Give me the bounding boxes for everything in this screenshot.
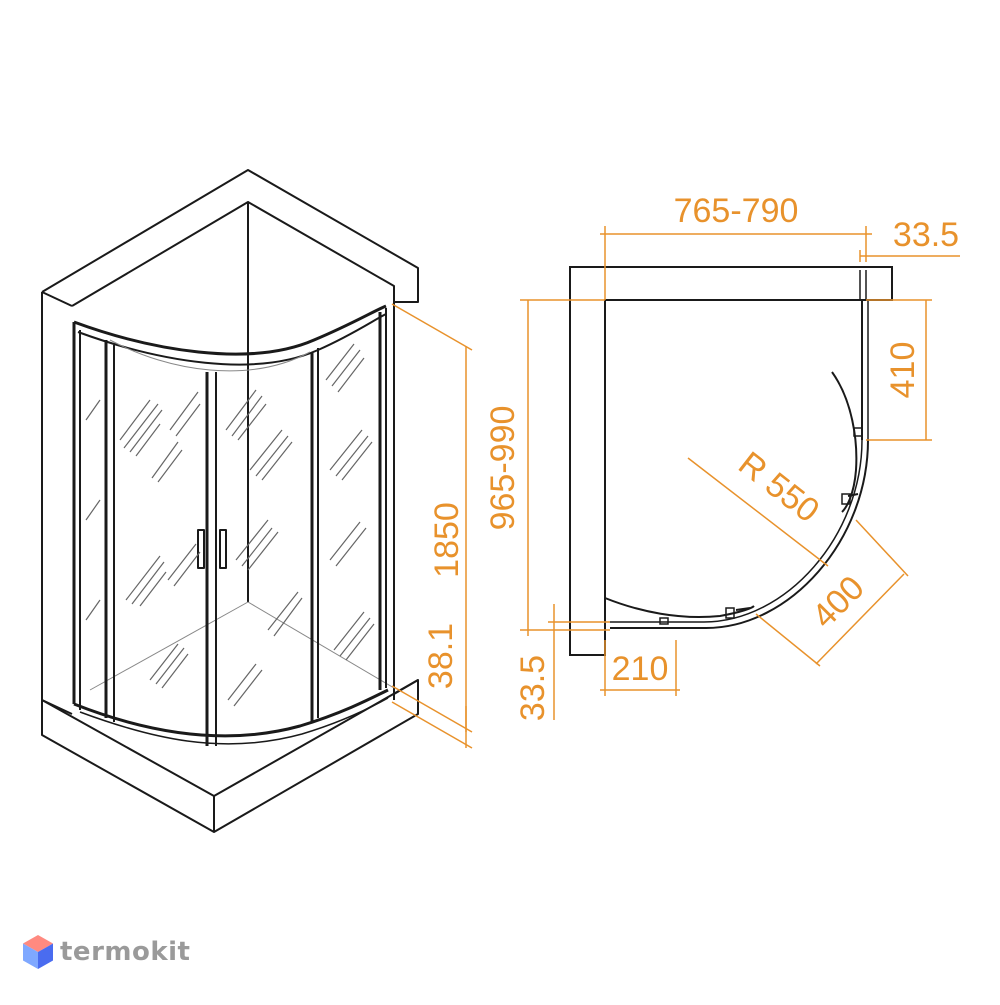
top-rail-inner [77,313,387,366]
wall-offset-top-label: 33.5 [893,216,959,254]
fixed-panel-label: 210 [612,650,669,688]
width-range-label: 765-790 [674,192,799,230]
brand-watermark: termokit [22,934,190,970]
brand-name: termokit [60,937,191,967]
door-depth-label: 410 [884,342,922,399]
wall-offset-bottom-label: 33.5 [514,655,552,721]
right-door-handle [219,529,227,569]
plan-door-arc-inner [610,439,863,623]
isometric-view [41,169,419,833]
tray-floor-right [247,601,395,689]
base-top-left [41,679,419,797]
roller-1 [853,427,863,437]
door-width-label: 400 [805,569,872,636]
left-wall-front [41,292,73,715]
plan-dimension-lines [520,226,960,720]
roller-2 [841,493,851,505]
tray-floor-left [89,601,249,691]
top-rail [73,304,387,356]
handle-b [847,493,859,497]
height-label: 1850 [428,502,466,578]
radius-label: R 550 [731,444,826,530]
top-rail-shadow [109,339,311,372]
left-door-handle [197,529,205,569]
roller-3 [659,617,669,625]
back-corner [247,201,395,302]
left-wall-edge [41,291,73,307]
plan-sliding-door-right [831,371,858,513]
plan-door-arc [610,439,869,629]
bottom-rail [73,688,389,738]
wall-outline [41,169,419,700]
roller-4 [725,607,735,619]
iso-dimension-lines [391,303,473,749]
bottom-rail-inner [79,697,389,745]
depth-range-label: 965-990 [484,406,522,531]
handle-a [735,607,751,611]
glass-reflections [85,343,375,707]
hexagon-cube-icon [23,935,53,969]
tray-height-label: 38.1 [422,623,460,689]
